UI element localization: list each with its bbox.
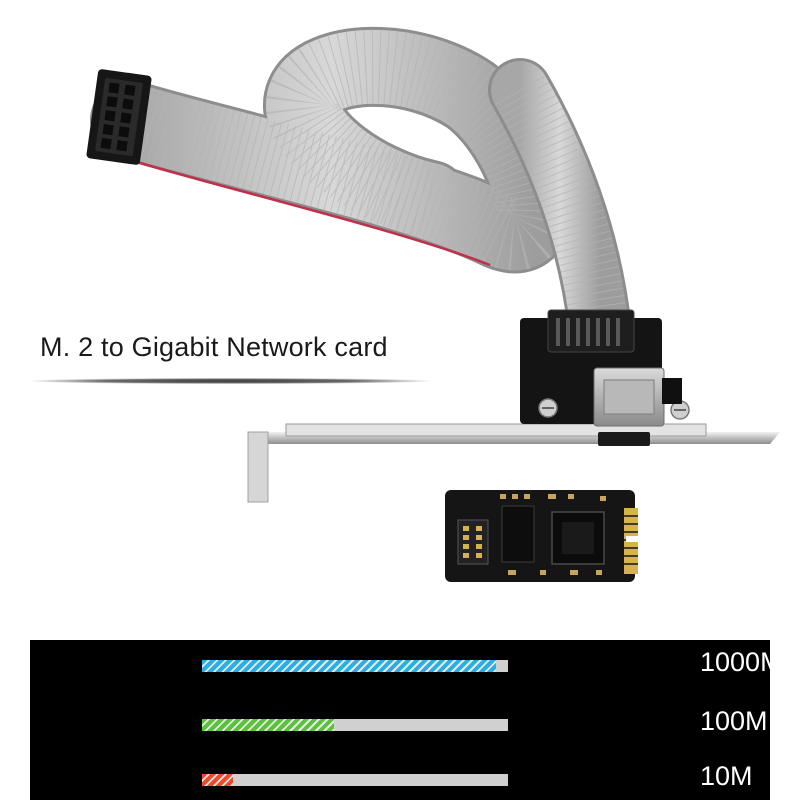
speed-row-1000m: 1000M: [202, 647, 783, 677]
speed-comparison-panel: 1000M 100M 10M: [30, 640, 783, 800]
speed-bar-fill: [202, 660, 496, 672]
speed-row-10m: 10M: [202, 761, 753, 791]
speed-bar-fill: [202, 774, 233, 786]
speed-label: 10M: [700, 761, 753, 791]
caption-underline: [30, 378, 430, 384]
speed-label: 1000M: [700, 647, 783, 677]
speed-bar-fill: [202, 719, 334, 731]
product-illustration: [86, 26, 780, 582]
rj45-board: [520, 309, 690, 427]
pci-bracket: [247, 423, 780, 503]
m2-network-card: [445, 490, 638, 582]
pin-header-connector: [86, 69, 152, 165]
speed-bar-track: [202, 774, 508, 786]
speed-label: 100M: [700, 706, 768, 736]
product-caption: M. 2 to Gigabit Network card: [40, 332, 388, 362]
ribbon-cable: [90, 26, 632, 362]
speed-row-100m: 100M: [202, 706, 768, 736]
